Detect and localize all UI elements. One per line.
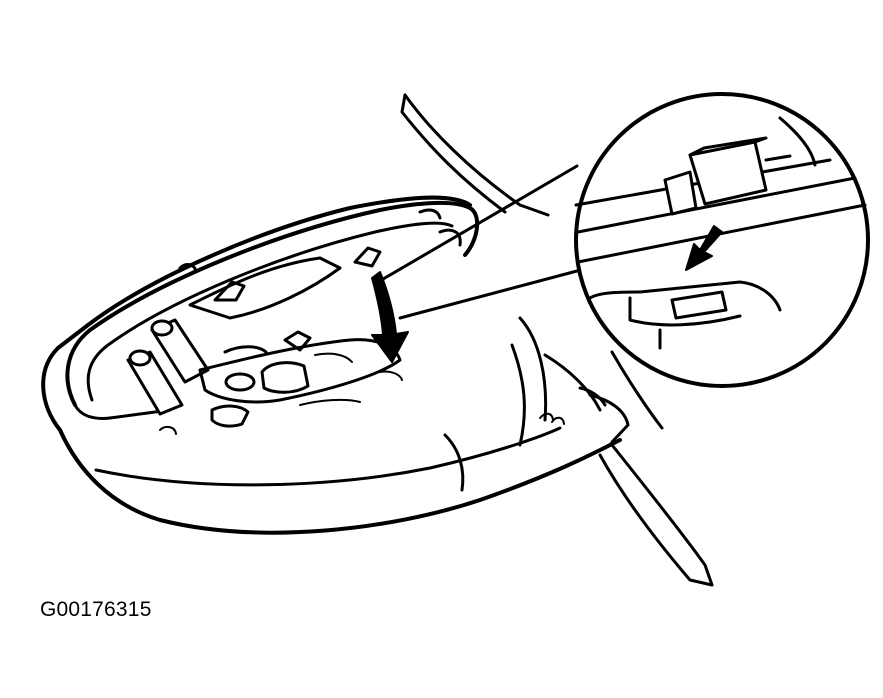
detail-arrow-icon [685,225,723,271]
mirror-inner-rim [65,200,480,420]
mirror-actuator-components [126,246,403,435]
detail-view-circle [574,92,870,388]
callout-leader-lines [376,164,594,320]
down-arrow-icon [371,271,409,363]
mirror-housing [41,195,630,535]
mirror-mount-arm [400,93,714,587]
figure-id-label: G00176315 [40,598,152,621]
